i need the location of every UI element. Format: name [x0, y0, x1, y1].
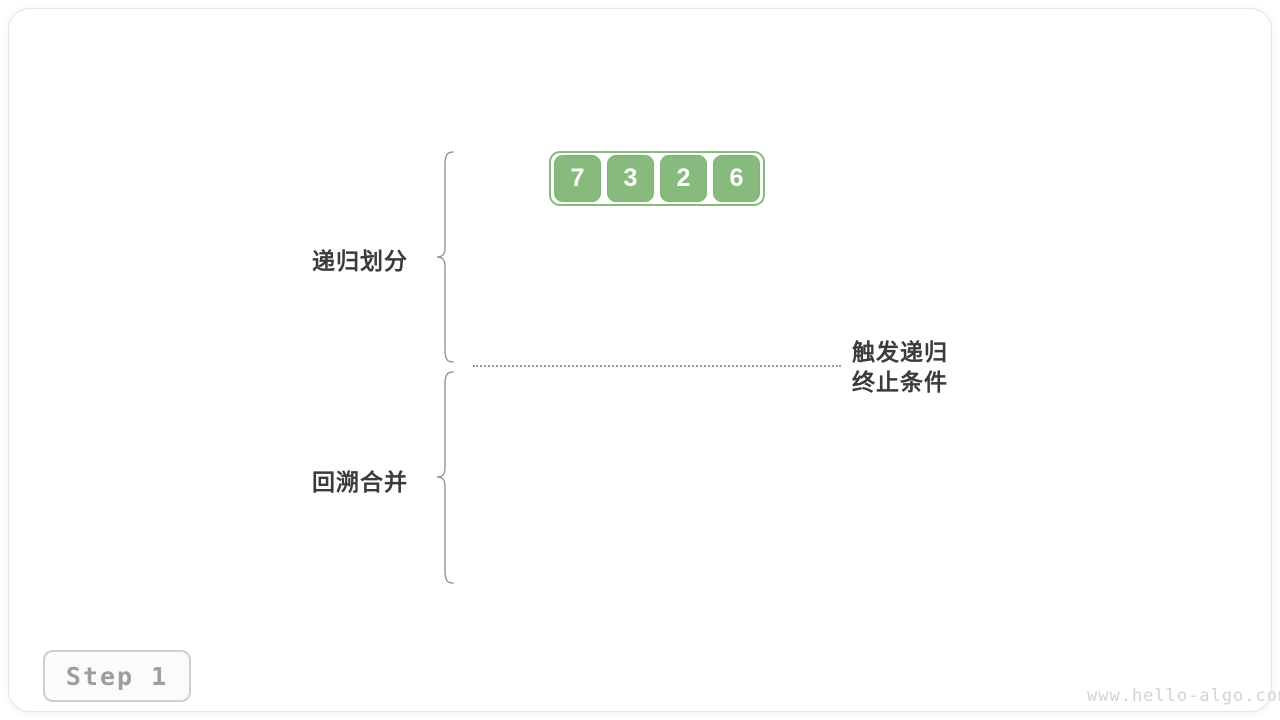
brace-bottom-icon — [436, 371, 454, 584]
termination-dotted-line — [473, 365, 841, 367]
diagram-card: 7 3 2 6 递归划分 回溯合并 触发递归 终止条件 Step 1 www.h… — [8, 8, 1280, 712]
step-badge: Step 1 — [43, 650, 191, 702]
array-cell: 6 — [713, 155, 760, 202]
array-cell: 7 — [554, 155, 601, 202]
label-backtrack-merge: 回溯合并 — [312, 469, 408, 495]
array-cell: 2 — [660, 155, 707, 202]
termination-line2: 终止条件 — [852, 369, 948, 395]
termination-line1: 触发递归 — [852, 339, 948, 365]
brace-top-icon — [436, 151, 454, 363]
array-container: 7 3 2 6 — [549, 151, 765, 206]
label-recursive-divide: 递归划分 — [312, 248, 408, 274]
watermark: www.hello-algo.com — [1087, 686, 1280, 706]
label-termination-condition: 触发递归 终止条件 — [852, 337, 948, 397]
array-cell: 3 — [607, 155, 654, 202]
